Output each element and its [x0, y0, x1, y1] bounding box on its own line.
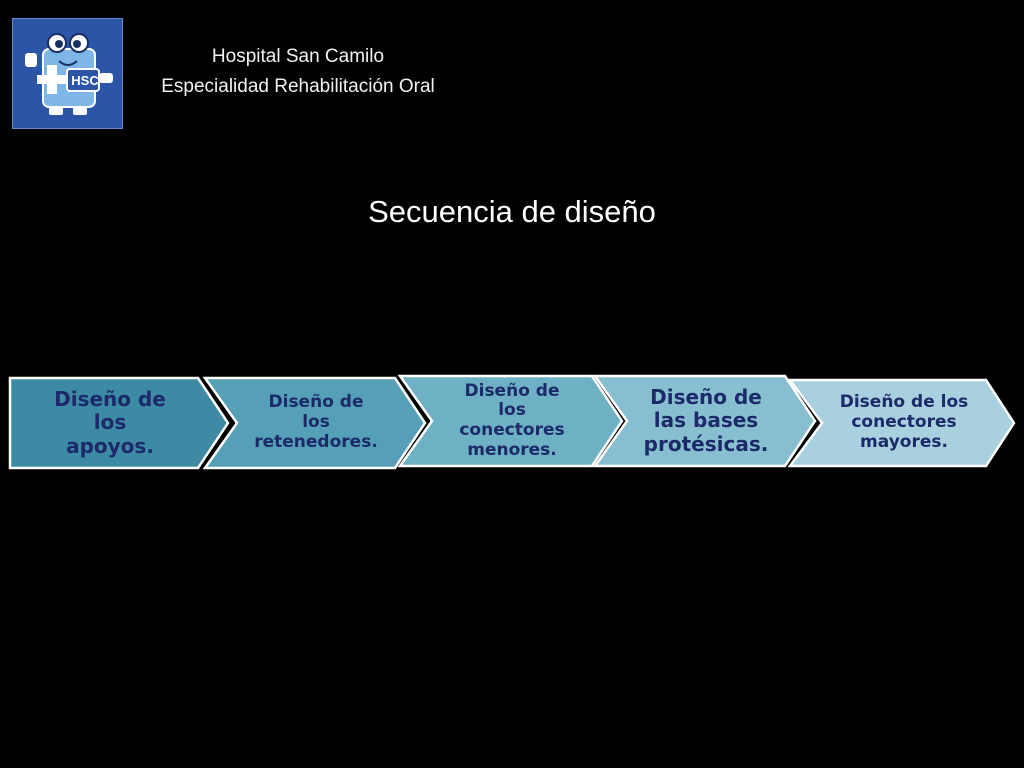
- process-step-5-label: Diseño de los conectores mayores.: [839, 392, 969, 452]
- hospital-name: Hospital San Camilo: [211, 46, 385, 67]
- process-step-3-label: Diseño de los conectores menores.: [459, 380, 565, 460]
- logo-text: HSC: [71, 73, 99, 88]
- hsc-logo: HSC: [12, 18, 123, 129]
- process-step-5-chevron: [787, 378, 1016, 468]
- process-step-1-chevron: [8, 376, 230, 470]
- process-step-4-chevron: [592, 374, 817, 468]
- process-step-1-label: Diseño de los apoyos.: [54, 387, 166, 458]
- process-step-4-label: Diseño de las bases protésicas.: [643, 385, 769, 456]
- specialty-name: Especialidad Rehabilitación Oral: [161, 76, 435, 97]
- process-step-3-chevron: [397, 374, 624, 468]
- process-step-2-label: Diseño de los retenedores.: [254, 392, 378, 452]
- process-step-2-chevron: [202, 376, 427, 470]
- slide-title: Secuencia de diseño: [368, 194, 656, 229]
- hsc-mascot-logo-icon: [25, 33, 113, 115]
